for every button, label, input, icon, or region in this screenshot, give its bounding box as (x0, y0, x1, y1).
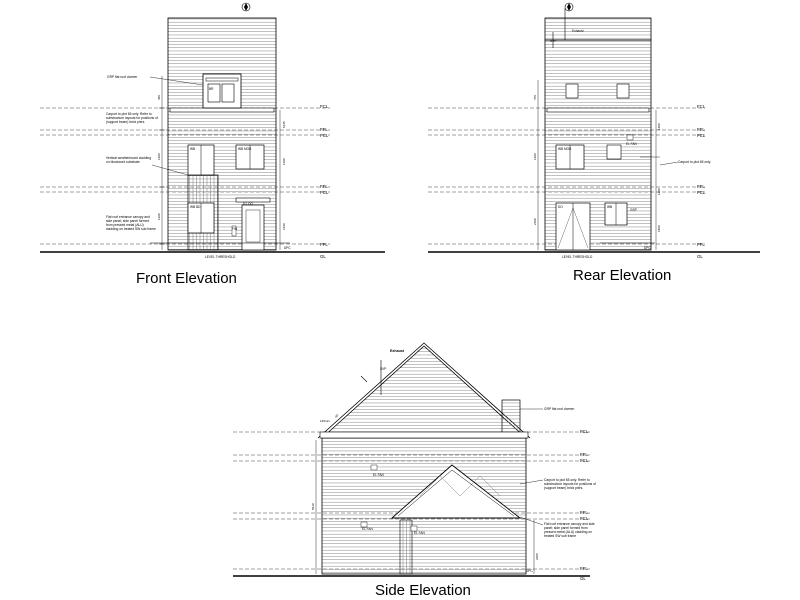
side-dormer-note: GRP flat roof dormer (544, 407, 575, 411)
side-dpc: DPC (526, 569, 533, 573)
side-fan-2-label: EL FAN (362, 527, 374, 531)
front-elevation-title: Front Elevation (136, 270, 237, 287)
side-fan-2-icon (360, 521, 368, 528)
rear-carport-note: Carport to plot 65 only. (678, 160, 711, 164)
rear-upper-window-right (616, 83, 630, 99)
front-dpc: DPC (284, 246, 291, 250)
front-level-gl: GL (320, 254, 326, 259)
front-dim-3: 1200 (157, 213, 161, 220)
front-dim-5: 1200 (282, 158, 286, 165)
side-canopy-note: Flat roof entrance canopy and side panel… (544, 522, 595, 538)
front-cladding-note-wrap: Vertical weatherboard cladding on blockw… (106, 156, 152, 164)
front-door-label: D1 OG (243, 202, 253, 206)
side-level-ffl-2: FFL (580, 452, 588, 457)
front-window-mid-right-label: WB MOB (238, 147, 251, 151)
rear-gsp-label: GSP (630, 208, 637, 212)
rear-level-gl: GL (697, 254, 703, 259)
rear-level-fcl-2: FCL (697, 133, 706, 138)
rear-parapet (546, 107, 650, 113)
side-dim-4: 45° (334, 412, 341, 419)
side-elevation: EL FAN EL FAN EL FAN Exhaust SVP 5910 24… (233, 342, 596, 581)
rear-dim-3: 2100 (533, 218, 537, 225)
side-pitched-roof (320, 345, 528, 439)
front-canopy-note-wrap: Flat roof entrance canopy and side panel… (106, 215, 156, 231)
side-svp-label: SVP (380, 367, 386, 371)
rear-dim-2: 1200 (533, 153, 537, 160)
side-dim-3: 145mm (320, 419, 331, 423)
rear-elevation-title: Rear Elevation (573, 267, 671, 284)
side-level-fcl: FCL (580, 429, 589, 434)
front-dimension-lines (159, 76, 281, 250)
front-dim-1: 450 (157, 95, 161, 100)
front-parapet (169, 107, 275, 113)
side-level-lines (233, 431, 590, 570)
front-dormer-window-right (221, 83, 235, 103)
front-window-low-left-label: WB BD (190, 205, 201, 209)
rear-level-ffl-1: FFL (697, 184, 705, 189)
rear-svp-label: SVP (550, 39, 556, 43)
rear-window-mid-right (606, 144, 622, 160)
rear-exhaust-label: Exhaust (572, 29, 584, 33)
front-level-ffl-0: FFL (320, 242, 328, 247)
side-fan-1-label: EL FAN (373, 473, 385, 477)
front-carport-note-wrap: Carport to plot 65 only. Refer to substr… (106, 112, 158, 124)
front-cladding-note: Vertical weatherboard cladding on blockw… (106, 156, 152, 164)
rear-level-ffl-2: FFL (697, 127, 705, 132)
rear-dimension-lines (537, 80, 660, 250)
rear-level-fcl: FCL (697, 104, 706, 109)
rear-fan-label: EL FAN (626, 142, 638, 146)
rear-upper-window-left (565, 83, 579, 99)
side-level-ffl-0: FFL (580, 566, 588, 571)
side-canopy-note-wrap: Flat roof entrance canopy and side panel… (544, 522, 595, 538)
front-window-mid-left-label: WB (190, 147, 195, 151)
rear-dpc: DPC (644, 246, 651, 250)
side-level-fcl-2: FCL (580, 458, 589, 463)
rear-dim-1: 765 (533, 95, 537, 100)
side-level-gl: GL (580, 576, 586, 581)
side-fan-1-icon (370, 464, 378, 471)
rear-window-mid-left-label: WB MOB (558, 147, 571, 151)
rear-door-label: DO (558, 205, 563, 209)
rear-elevation: WB MOB EL FAN DO WB GSP Exhaust SVP 765 … (428, 2, 760, 259)
front-dim-6: 2100 (282, 223, 286, 230)
side-level-ffl-1: FFL (580, 510, 588, 515)
front-level-fcl-1: FCL (320, 190, 329, 195)
front-elevation: BR WB WB MOB WB BD D1 OG FIN 450 1200 (40, 2, 385, 259)
front-canopy-note: Flat roof entrance canopy and side panel… (106, 215, 156, 231)
rear-level-ffl-0: FFL (697, 242, 705, 247)
front-level-fcl: FCL (320, 104, 329, 109)
side-dim-2: 2400 (535, 553, 539, 560)
front-dim-4: 1045 (282, 121, 286, 128)
rear-level-fcl-1: FCL (697, 190, 706, 195)
side-dim-1: 5910 (311, 503, 315, 510)
side-fan-3-label: EL FAN (414, 531, 426, 535)
rear-dim-6: 1800 (657, 225, 661, 232)
front-dormer-window-label: BR (209, 87, 214, 91)
front-dormer-note: GRP flat roof dormer (107, 75, 138, 79)
side-exhaust-label: Exhaust (390, 349, 405, 353)
front-fin-label: FIN (232, 227, 238, 231)
front-level-ffl-2: FFL (320, 127, 328, 132)
rear-dim-4: 1400 (657, 123, 661, 130)
rear-threshold-label: LEVEL THRESHOLD (562, 255, 593, 259)
side-elevation-title: Side Elevation (375, 582, 471, 599)
side-carport-note-wrap: Carport to plot 65 only. Refer to substr… (544, 478, 596, 490)
side-carport-note: Carport to plot 65 only. Refer to substr… (544, 478, 596, 490)
rear-dim-5: 1200 (657, 188, 661, 195)
side-fan-3-icon (410, 525, 418, 532)
front-threshold-label: LEVEL THRESHOLD (205, 255, 236, 259)
front-entrance-door (241, 204, 265, 251)
front-carport-note: Carport to plot 65 only. Refer to substr… (106, 112, 158, 124)
side-canopy-panel (399, 519, 413, 575)
rear-window-low-label: WB (607, 205, 612, 209)
front-canopy (235, 197, 271, 203)
front-dim-2: 1200 (157, 153, 161, 160)
front-dormer-window-left (207, 83, 221, 103)
front-level-ffl-1: FFL (320, 184, 328, 189)
side-level-fcl-1: FCL (580, 516, 589, 521)
front-level-fcl-2: FCL (320, 133, 329, 138)
